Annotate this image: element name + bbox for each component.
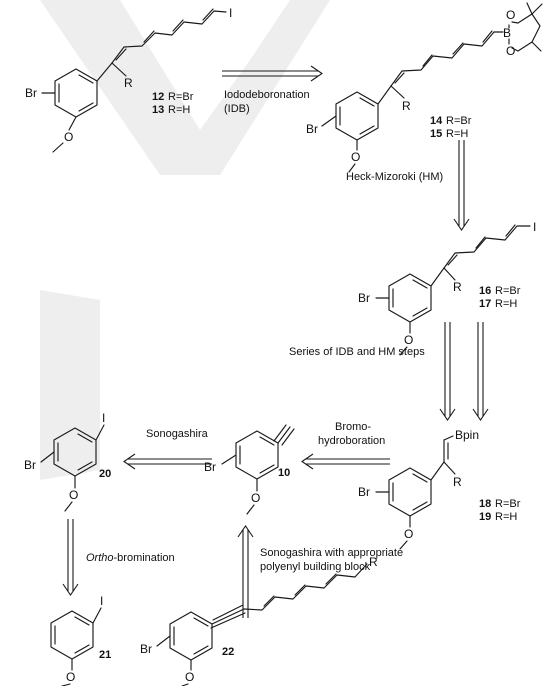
compound-r-definition: R=H [495, 298, 517, 310]
compound-r-definition: R=Br [495, 498, 521, 510]
compound-r-definition: R=H [495, 511, 517, 523]
r-group: R [453, 280, 462, 294]
compound-18-19: Br O R Bpin 18 R=Br 19 R=H [358, 428, 521, 550]
oxygen-atom: O [185, 670, 194, 684]
reaction-label-idb-abbrev: (IDB) [224, 103, 250, 115]
compound-number: 12 [152, 91, 164, 103]
reaction-arrow-sonogashira [123, 453, 212, 470]
compound-22: Br O R 22 [140, 555, 378, 686]
compound-number: 18 [479, 498, 491, 510]
reaction-label-hm: Heck-Mizoroki (HM) [346, 171, 443, 183]
bromine-atom: Br [306, 122, 318, 136]
compound-number: 21 [99, 649, 111, 661]
boron-atom: B [503, 26, 511, 40]
oxygen-atom: O [64, 130, 73, 144]
compound-21: O I 21 [50, 594, 111, 686]
reaction-arrow-bromohydroboration [301, 453, 390, 470]
compound-14-15: Br O R B O O 14 R=Br 15 R=H [306, 2, 543, 173]
iodine-atom: I [229, 6, 232, 20]
reaction-arrow-ortho-bromination [62, 519, 79, 596]
compound-20: Br O I 20 [24, 411, 111, 512]
compound-number: 17 [479, 298, 491, 310]
r-group: R [453, 475, 462, 489]
r-group: R [369, 555, 378, 569]
compound-12-13: Br O R I 12 R=Br 13 R=H [25, 6, 232, 153]
compound-r-definition: R=Br [446, 115, 472, 127]
reaction-label-idb: Iododeboronation [224, 89, 310, 101]
iodine-atom: I [100, 594, 103, 608]
bpin-group: Bpin [455, 428, 479, 442]
compound-r-definition: R=Br [495, 285, 521, 297]
compound-r-definition: R=H [446, 128, 468, 140]
compound-number: 16 [479, 285, 491, 297]
compound-number: 14 [430, 115, 443, 127]
oxygen-atom: O [506, 8, 515, 22]
reaction-label-hydroboration: hydroboration [318, 435, 385, 447]
oxygen-atom: O [66, 670, 75, 684]
reaction-arrow-hm [453, 140, 470, 231]
reaction-label-ortho-bromination: Ortho-bromination [86, 552, 175, 564]
compound-number: 10 [278, 467, 290, 479]
reaction-label-sonogashira-polyenyl: Sonogashira with appropriate [260, 547, 403, 559]
oxygen-atom: O [506, 44, 515, 58]
compound-number: 19 [479, 511, 491, 523]
reaction-label-series: Series of IDB and HM steps [289, 346, 425, 358]
compound-number: 22 [222, 646, 234, 658]
reaction-arrow-sonogashira-polyenyl [237, 525, 254, 618]
r-group: R [402, 99, 411, 113]
oxygen-atom: O [69, 488, 78, 502]
oxygen-atom: O [404, 333, 413, 347]
oxygen-atom: O [404, 527, 413, 541]
bromine-atom: Br [24, 458, 36, 472]
reaction-label-sonogashira: Sonogashira [146, 428, 209, 440]
iodine-atom: I [533, 220, 536, 234]
compound-10: Br O 10 [204, 424, 295, 515]
reaction-arrow-series [439, 322, 489, 421]
reaction-label-bromo: Bromo- [335, 421, 371, 433]
compound-r-definition: R=Br [168, 91, 194, 103]
compound-16-17: Br O R I 16 R=Br 17 R=H [358, 220, 536, 356]
compound-number: 20 [99, 468, 111, 480]
bromine-atom: Br [358, 485, 370, 499]
r-group: R [124, 76, 133, 90]
compound-number: 13 [152, 104, 164, 116]
bromine-atom: Br [204, 460, 216, 474]
oxygen-atom: O [251, 491, 260, 505]
bromine-atom: Br [140, 642, 152, 656]
oxygen-atom: O [351, 150, 360, 164]
compound-r-definition: R=H [168, 104, 190, 116]
bromine-atom: Br [358, 291, 370, 305]
compound-number: 15 [430, 128, 442, 140]
iodine-atom: I [102, 411, 105, 425]
reaction-arrow-idb [222, 65, 323, 82]
reaction-label-building-block: polyenyl building block [260, 561, 371, 573]
watermark [40, 0, 330, 480]
bromine-atom: Br [25, 86, 37, 100]
